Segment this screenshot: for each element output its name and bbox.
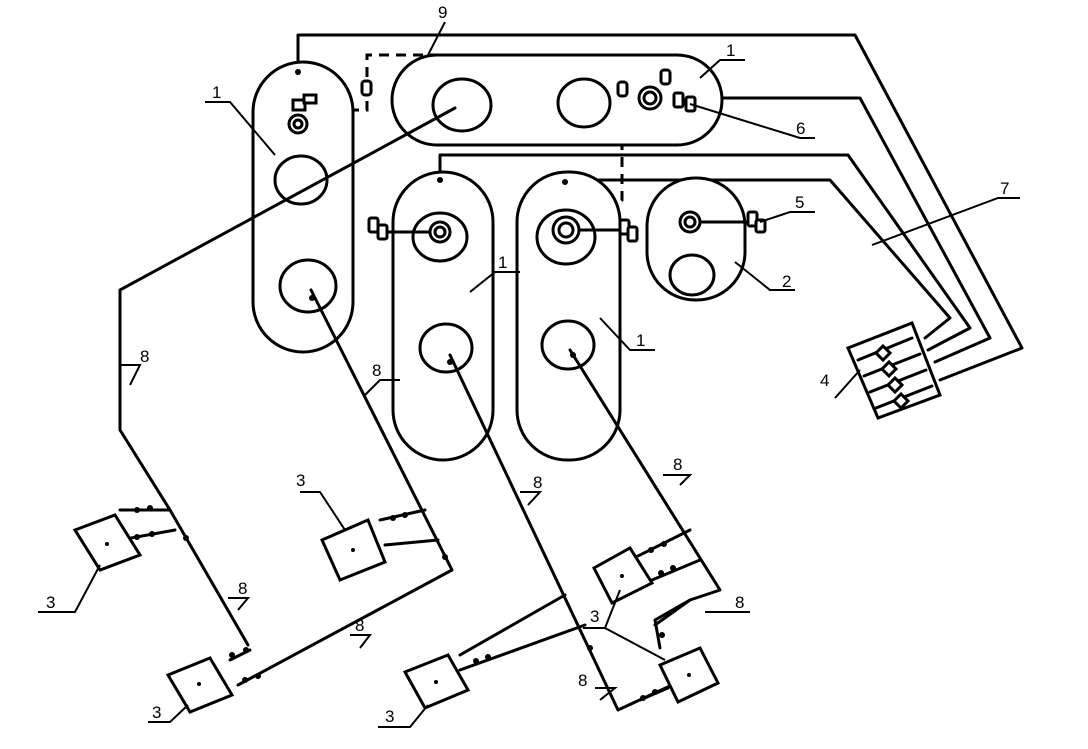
label-unit: 3 xyxy=(385,707,394,726)
units xyxy=(72,513,721,714)
label-vessel: 1 xyxy=(636,331,645,350)
fittings xyxy=(287,68,767,245)
label-vessel: 1 xyxy=(212,83,221,102)
label-dashed-line: 9 xyxy=(438,3,447,22)
label-signal-line: 7 xyxy=(1000,179,1009,198)
label-vessel: 1 xyxy=(726,41,735,60)
label-unit: 3 xyxy=(152,703,161,722)
label-unit: 3 xyxy=(46,593,55,612)
label-pipe: 8 xyxy=(735,593,744,612)
label-manifold: 4 xyxy=(820,371,829,390)
label-pipe: 8 xyxy=(578,671,587,690)
label-pipe: 8 xyxy=(533,473,542,492)
leader-lines xyxy=(38,21,1020,728)
manifold xyxy=(846,321,942,420)
label-fitting: 6 xyxy=(796,119,805,138)
label-unit: 3 xyxy=(590,607,599,626)
label-pipe: 8 xyxy=(140,347,149,366)
labels: 1 1 1 1 2 5 6 7 9 4 8 8 8 8 8 8 8 8 3 3 … xyxy=(46,3,1009,726)
label-unit: 3 xyxy=(296,471,305,490)
label-pipe: 8 xyxy=(238,579,247,598)
vessel-ports xyxy=(273,77,716,374)
pipe-markers xyxy=(134,295,676,701)
label-pipe: 8 xyxy=(372,361,381,380)
label-pipe: 8 xyxy=(673,455,682,474)
label-pipe: 8 xyxy=(355,616,364,635)
label-vessel: 1 xyxy=(498,253,507,272)
label-valve: 5 xyxy=(795,193,804,212)
label-tank-small: 2 xyxy=(782,272,791,291)
